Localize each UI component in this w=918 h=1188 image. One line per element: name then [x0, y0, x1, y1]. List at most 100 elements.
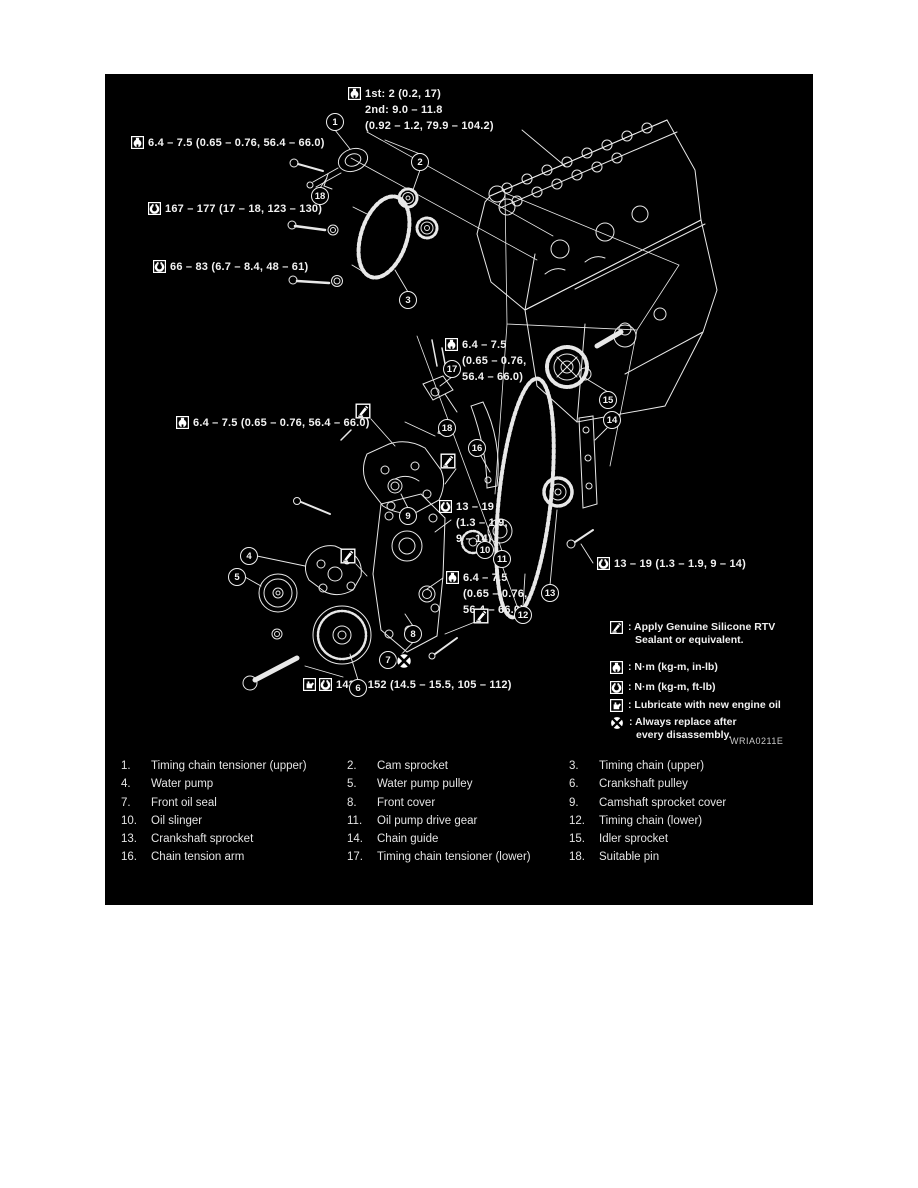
- part-label: Cam sprocket: [377, 760, 448, 772]
- torque-spec-cam-tensioner-bolt: 1st: 2 (0.2, 17)2nd: 9.0 – 11.8(0.92 – 1…: [348, 86, 494, 134]
- torque-spec-text: 1st: 2 (0.2, 17)2nd: 9.0 – 11.8(0.92 – 1…: [365, 88, 494, 132]
- torque-spec-crank-pulley-bolt: 142 – 152 (14.5 – 15.5, 105 – 112): [303, 677, 512, 693]
- legend-text: : Lubricate with new engine oil: [628, 699, 781, 711]
- part-label: Camshaft sprocket cover: [599, 796, 727, 809]
- part-label: Crankshaft pulley: [599, 778, 688, 791]
- callout-4: 4: [240, 547, 258, 565]
- parts-list: 1.Timing chain tensioner (upper)2.Cam sp…: [121, 760, 799, 870]
- part-number: 8.: [347, 796, 357, 809]
- callout-8: 8: [404, 625, 422, 643]
- part-number: 17.: [347, 851, 363, 864]
- torque-spec-text: 6.4 – 7.5(0.65 – 0.76,56.4 – 66.0): [462, 339, 527, 383]
- callout-2: 2: [411, 153, 429, 171]
- torque-spec-upper-left-small-bolt: 6.4 – 7.5 (0.65 – 0.76, 56.4 – 66.0): [131, 135, 325, 151]
- torque-spec-text: 167 – 177 (17 – 18, 123 – 130): [165, 203, 323, 215]
- callout-14: 14: [603, 411, 621, 429]
- torque-spec-text: 13 – 19 (1.3 – 1.9, 9 – 14): [614, 558, 746, 570]
- callout-13: 13: [541, 584, 559, 602]
- callout-7: 7: [379, 651, 397, 669]
- part-label: Timing chain tensioner (upper): [151, 760, 307, 772]
- torque-ft-lb: [319, 678, 333, 692]
- replace-icon: [396, 653, 412, 669]
- torque-ft-lb: [610, 681, 624, 695]
- part-label: Suitable pin: [599, 851, 660, 864]
- callout-3: 3: [399, 291, 417, 309]
- part-label: Timing chain (upper): [599, 760, 705, 772]
- part-label: Timing chain (lower): [599, 814, 703, 827]
- callout-16: 16: [468, 439, 486, 457]
- part-label: Crankshaft sprocket: [151, 833, 254, 846]
- torque-spec-front-cover-bolt-right: 13 – 19 (1.3 – 1.9, 9 – 14): [597, 556, 746, 572]
- part-number: 2.: [347, 760, 357, 772]
- legend-item-oil: : Lubricate with new engine oil: [610, 699, 781, 713]
- torque-spec-tensioner-lower-bolt: 6.4 – 7.5(0.65 – 0.76,56.4 – 66.0): [445, 337, 526, 385]
- part-number: 9.: [569, 796, 579, 809]
- callout-18: 18: [438, 419, 456, 437]
- part-number: 3.: [569, 760, 579, 772]
- part-label: Timing chain tensioner (lower): [377, 851, 531, 864]
- callout-1: 1: [326, 113, 344, 131]
- legend-text: : N·m (kg-m, ft-lb): [628, 681, 716, 693]
- torque-spec-text: 6.4 – 7.5(0.65 – 0.76,56.4 – 66.0): [463, 572, 528, 616]
- torque-ft-lb: [148, 202, 162, 216]
- torque-spec-cover-bolt-left: 6.4 – 7.5 (0.65 – 0.76, 56.4 – 66.0): [176, 415, 370, 431]
- part-label: Front oil seal: [151, 796, 217, 809]
- torque-in-lb: [445, 338, 459, 352]
- torque-in-lb: [131, 136, 145, 150]
- sealant-icon: [473, 608, 489, 624]
- sealant-marker: [440, 453, 456, 469]
- part-number: 11.: [347, 814, 363, 827]
- callout-18: 18: [311, 187, 329, 205]
- callout-12: 12: [514, 606, 532, 624]
- torque-in-lb: [348, 87, 362, 101]
- part-number: 15.: [569, 833, 585, 846]
- sealant-marker: [355, 403, 371, 419]
- sealant-marker: [473, 608, 489, 624]
- sealant-icon: [440, 453, 456, 469]
- part-label: Chain tension arm: [151, 851, 245, 864]
- part-number: 6.: [569, 778, 579, 791]
- replace-icon: [610, 716, 624, 730]
- torque-in-lb: [610, 661, 624, 675]
- sealant-icon: [610, 621, 624, 635]
- oil-icon: [610, 699, 624, 713]
- callout-10: 10: [476, 541, 494, 559]
- legend-item-torque-ft-lb: : N·m (kg-m, ft-lb): [610, 681, 781, 695]
- oil-icon: [303, 678, 317, 692]
- callout-6: 6: [349, 679, 367, 697]
- torque-spec-front-cover-bolt-mid: 13 – 19(1.3 – 1.9,9 – 14): [439, 499, 508, 547]
- engine-diagram-panel: 1st: 2 (0.2, 17)2nd: 9.0 – 11.8(0.92 – 1…: [105, 74, 813, 905]
- part-label: Front cover: [377, 796, 436, 809]
- torque-ft-lb: [597, 557, 611, 571]
- part-number: 12.: [569, 814, 585, 827]
- figure-code: WRIA0211E: [730, 736, 784, 746]
- torque-spec-idler-bolt: 66 – 83 (6.7 – 8.4, 48 – 61): [153, 259, 308, 275]
- torque-ft-lb: [153, 260, 167, 274]
- part-label: Oil pump drive gear: [377, 814, 478, 827]
- part-label: Chain guide: [377, 833, 439, 846]
- part-number: 18.: [569, 851, 585, 864]
- part-number: 13.: [121, 833, 137, 846]
- legend-text: : N·m (kg-m, in-lb): [628, 661, 718, 673]
- part-number: 16.: [121, 851, 137, 864]
- sealant-icon: [340, 548, 356, 564]
- torque-spec-front-cover-small-bolt: 6.4 – 7.5(0.65 – 0.76,56.4 – 66.0): [446, 570, 527, 618]
- torque-ft-lb: [439, 500, 453, 514]
- part-number: 5.: [347, 778, 357, 791]
- callout-5: 5: [228, 568, 246, 586]
- torque-in-lb: [176, 416, 190, 430]
- part-number: 10.: [121, 814, 137, 827]
- part-label: Water pump: [151, 778, 214, 791]
- callout-9: 9: [399, 507, 417, 525]
- sealant-marker: [340, 548, 356, 564]
- replace-marker: [396, 653, 412, 669]
- legend-item-torque-in-lb: : N·m (kg-m, in-lb): [610, 661, 781, 675]
- callout-11: 11: [493, 550, 511, 568]
- torque-spec-text: 13 – 19(1.3 – 1.9,9 – 14): [456, 501, 508, 545]
